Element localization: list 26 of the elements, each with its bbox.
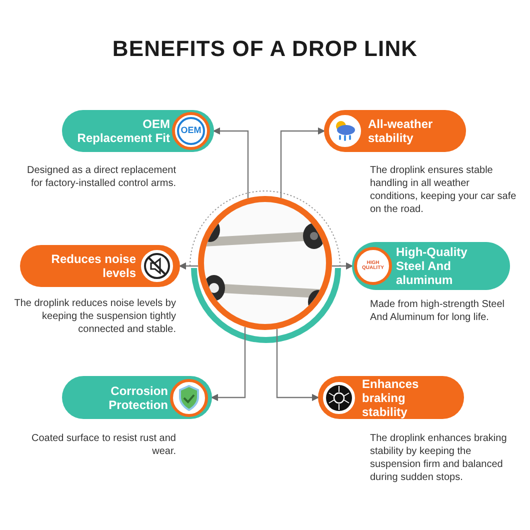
drop-link-photo (198, 196, 332, 330)
heading: High-Quality Steel And aluminum (396, 245, 468, 287)
heading: All-weather stability (368, 117, 434, 145)
connector-arrow (212, 127, 249, 198)
description: Made from high-strength Steel And Aluminum for long life. (370, 298, 506, 324)
heading: OEM Replacement Fit (76, 117, 170, 145)
description: Designed as a direct replacement for factory-installed control arms. (26, 164, 176, 190)
description: Coated surface to resist rust and wear. (30, 432, 176, 458)
description: The droplink ensures stable handling in all weather conditions, keeping your car safe on the road. (370, 164, 518, 216)
oem-badge: OEM (172, 112, 210, 150)
heading: Reduces noise levels (50, 252, 136, 280)
description: The droplink reduces noise levels by keeping the suspension tightly connected and stable. (14, 297, 176, 336)
heading-pill (318, 376, 464, 419)
description: The droplink enhances braking stability by keeping the suspension firm and balanced during sudden stops. (370, 432, 508, 484)
heading-pill (62, 376, 212, 419)
heading-pill (324, 110, 466, 152)
heading: Corrosion Protection (108, 384, 168, 412)
connector-arrow (276, 328, 320, 402)
connector-arrow (280, 127, 326, 198)
heading-pill (62, 110, 214, 152)
title: BENEFITS OF A DROP LINK (112, 35, 418, 63)
heading-pill (352, 242, 510, 290)
heading-pill (20, 245, 180, 287)
connector-arrow (332, 262, 354, 270)
heading: Enhances braking stability (362, 376, 420, 418)
connector-arrow (178, 262, 198, 270)
